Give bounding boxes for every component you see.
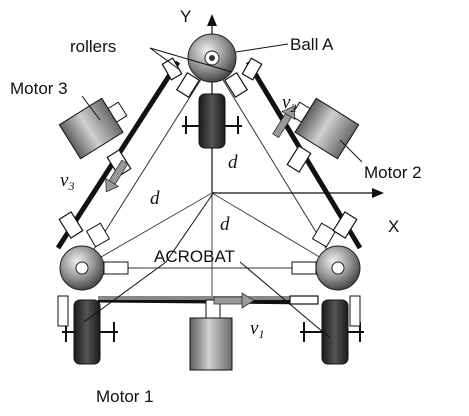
- motor-3-label: Motor 3: [10, 79, 68, 98]
- motor-3: [58, 97, 128, 160]
- top-side-block-right: [241, 57, 263, 81]
- rollers-label: rollers: [70, 37, 116, 56]
- motor-2-label: Motor 2: [364, 163, 422, 182]
- wheel-bottom-left: [57, 295, 118, 365]
- acrobat-label: ACROBAT: [154, 247, 235, 266]
- ball-a: [187, 33, 237, 83]
- velocity-arrow-v3: [105, 159, 129, 193]
- y-axis-label: Y: [180, 7, 191, 26]
- v2-label: v2: [282, 92, 296, 115]
- velocity-arrow-v1: [213, 292, 255, 309]
- v3-label: v3: [60, 170, 74, 193]
- d-label-left: d: [150, 188, 160, 209]
- ball-right: [291, 222, 361, 291]
- wheel-top: [182, 93, 242, 149]
- leader-lines: [81, 43, 363, 339]
- d-label-bottom: d: [220, 214, 230, 235]
- x-axis: [212, 188, 384, 198]
- wheel-bottom-right: [300, 295, 364, 365]
- v1-label: v1: [250, 318, 264, 341]
- x-axis-label: X: [388, 217, 399, 236]
- rail-clamps: [58, 145, 358, 305]
- motor-1: [189, 299, 233, 371]
- velocity-arrow-v2: [272, 105, 296, 139]
- roller-top-right: [223, 71, 249, 99]
- motor-2: [290, 97, 360, 160]
- ball-a-label: Ball A: [290, 35, 334, 54]
- roller-top-left: [175, 71, 201, 99]
- d-label-right: d: [228, 152, 238, 173]
- motor-1-label: Motor 1: [96, 387, 154, 406]
- ball-left: [59, 222, 129, 291]
